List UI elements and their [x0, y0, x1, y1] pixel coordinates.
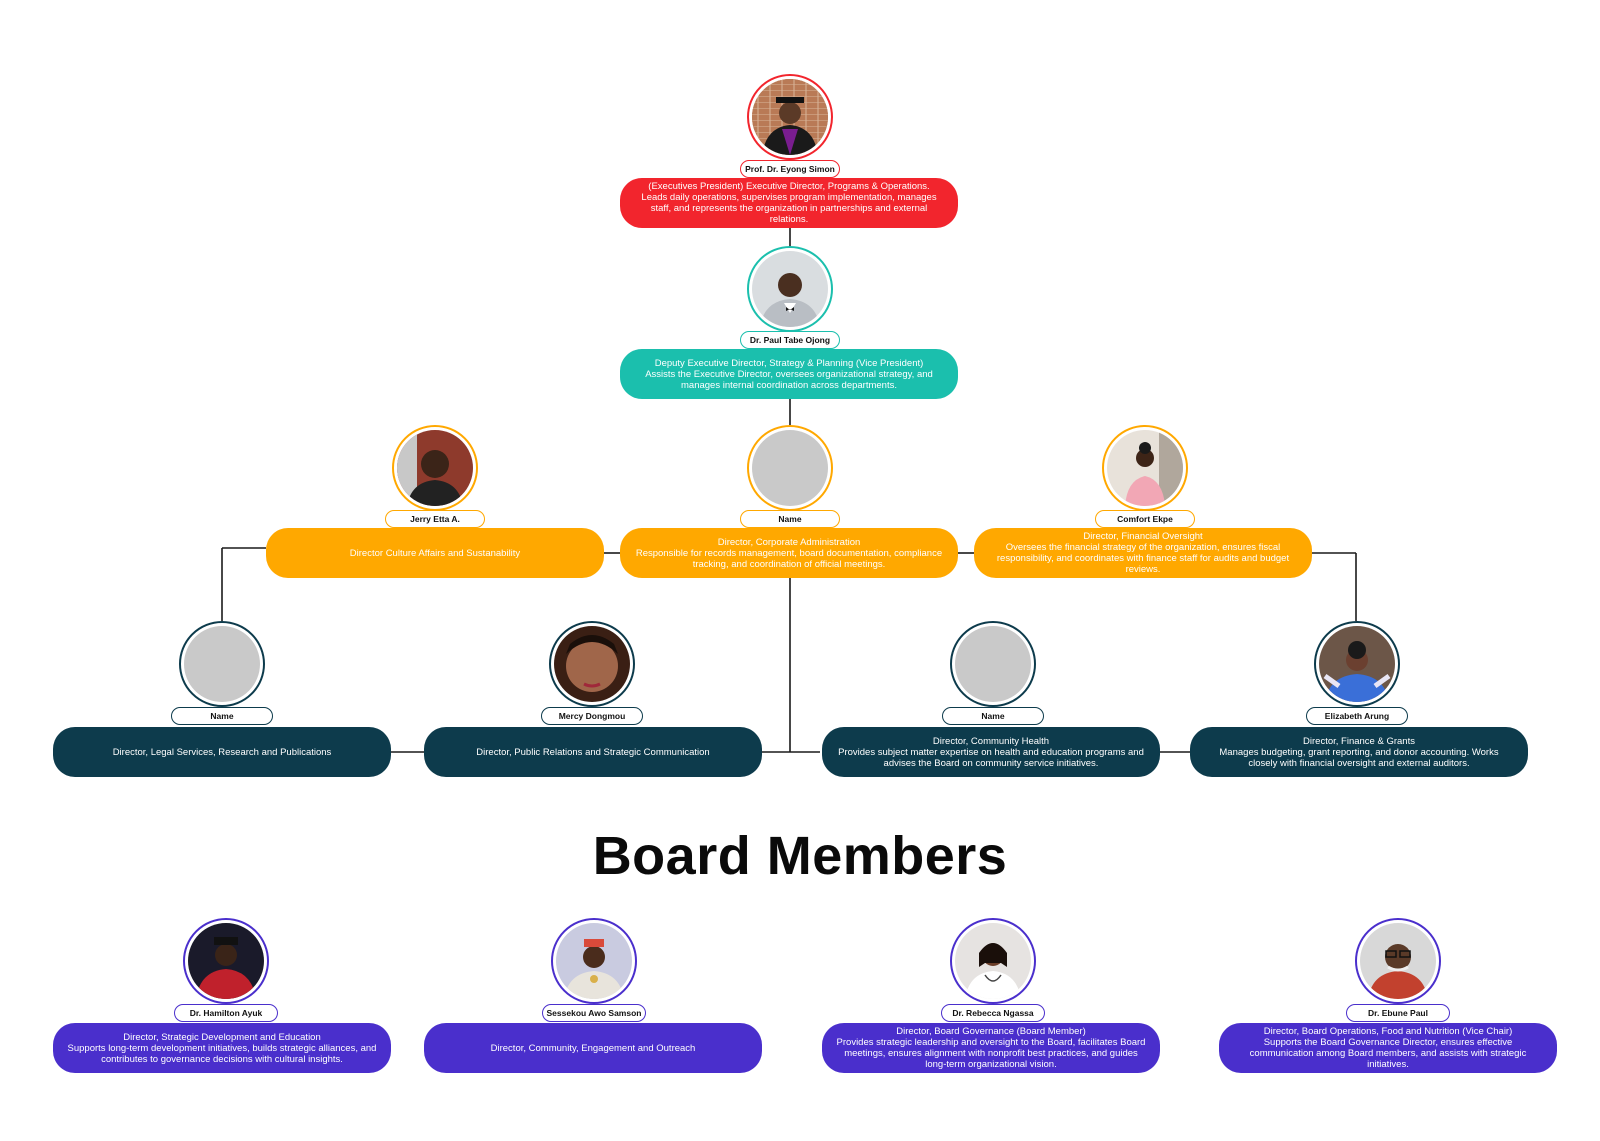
- board-name-hamilton: Dr. Hamilton Ayuk: [174, 1004, 278, 1022]
- board-card-ebune[interactable]: Director, Board Operations, Food and Nut…: [1219, 1023, 1557, 1073]
- staff-title-pr: Director, Public Relations and Strategic…: [476, 746, 710, 758]
- board-photo-ebune: [1360, 923, 1436, 999]
- staff-photo-placeholder-legal: [184, 626, 260, 702]
- staff-desc-health: Provides subject matter expertise on hea…: [838, 746, 1144, 769]
- board-card-samson[interactable]: Director, Community, Engagement and Outr…: [424, 1023, 762, 1073]
- director-name-culture: Jerry Etta A.: [385, 510, 485, 528]
- director-name-financial: Comfort Ekpe: [1095, 510, 1195, 528]
- board-photo-rebecca: [955, 923, 1031, 999]
- board-photo-samson: [556, 923, 632, 999]
- deputy-photo: [752, 251, 828, 327]
- executive-avatar: [747, 74, 833, 160]
- deputy-desc: Assists the Executive Director, oversees…: [645, 368, 933, 391]
- director-card-financial[interactable]: Director, Financial Oversight Oversees t…: [974, 528, 1312, 578]
- director-avatar-corporate: [747, 425, 833, 511]
- deputy-card[interactable]: Deputy Executive Director, Strategy & Pl…: [620, 349, 958, 399]
- staff-avatar-pr: [549, 621, 635, 707]
- board-desc-rebecca: Provides strategic leadership and oversi…: [836, 1037, 1146, 1070]
- executive-card[interactable]: (Executives President) Executive Directo…: [620, 178, 958, 228]
- staff-photo-pr: [554, 626, 630, 702]
- director-avatar-financial: [1102, 425, 1188, 511]
- staff-title-grants: Director, Finance & Grants: [1303, 735, 1415, 747]
- director-photo-placeholder-corporate: [752, 430, 828, 506]
- director-title-financial: Director, Financial Oversight: [1083, 531, 1203, 542]
- board-card-rebecca[interactable]: Director, Board Governance (Board Member…: [822, 1023, 1160, 1073]
- staff-title-legal: Director, Legal Services, Research and P…: [112, 746, 332, 758]
- executive-photo: [752, 79, 828, 155]
- executive-title: (Executives President) Executive Directo…: [648, 181, 930, 192]
- deputy-name: Dr. Paul Tabe Ojong: [740, 331, 840, 349]
- board-desc-hamilton: Supports long-term development initiativ…: [67, 1042, 377, 1065]
- director-name-corporate: Name: [740, 510, 840, 528]
- staff-name-grants: Elizabeth Arung: [1306, 707, 1408, 725]
- board-avatar-samson: [551, 918, 637, 1004]
- staff-photo-placeholder-health: [955, 626, 1031, 702]
- director-photo-culture: [397, 430, 473, 506]
- staff-name-health: Name: [942, 707, 1044, 725]
- director-desc-financial: Oversees the financial strategy of the o…: [996, 542, 1290, 575]
- staff-avatar-grants: [1314, 621, 1400, 707]
- director-card-corporate[interactable]: Director, Corporate Administration Respo…: [620, 528, 958, 578]
- director-avatar-culture: [392, 425, 478, 511]
- staff-card-legal[interactable]: Director, Legal Services, Research and P…: [53, 727, 391, 777]
- staff-title-health: Director, Community Health: [932, 735, 1050, 747]
- board-card-hamilton[interactable]: Director, Strategic Development and Educ…: [53, 1023, 391, 1073]
- staff-desc-grants: Manages budgeting, grant reporting, and …: [1219, 746, 1499, 769]
- executive-name: Prof. Dr. Eyong Simon: [740, 160, 840, 178]
- board-title-hamilton: Director, Strategic Development and Educ…: [123, 1031, 321, 1043]
- deputy-avatar: [747, 246, 833, 332]
- board-heading: Board Members: [592, 826, 1008, 886]
- director-title-corporate: Director, Corporate Administration: [717, 536, 861, 548]
- staff-name-legal: Name: [171, 707, 273, 725]
- board-avatar-hamilton: [183, 918, 269, 1004]
- staff-card-pr[interactable]: Director, Public Relations and Strategic…: [424, 727, 762, 777]
- director-card-culture[interactable]: Director Culture Affairs and Sustanabili…: [266, 528, 604, 578]
- executive-desc: Leads daily operations, supervises progr…: [641, 192, 937, 225]
- board-name-ebune: Dr. Ebune Paul: [1346, 1004, 1450, 1022]
- board-title-samson: Director, Community, Engagement and Outr…: [490, 1042, 696, 1054]
- staff-avatar-legal: [179, 621, 265, 707]
- director-title-culture: Director Culture Affairs and Sustanabili…: [349, 547, 521, 559]
- board-desc-ebune: Supports the Board Governance Director, …: [1249, 1037, 1527, 1070]
- staff-avatar-health: [950, 621, 1036, 707]
- staff-name-pr: Mercy Dongmou: [541, 707, 643, 725]
- board-title-ebune: Director, Board Operations, Food and Nut…: [1263, 1026, 1513, 1037]
- staff-photo-grants: [1319, 626, 1395, 702]
- board-name-samson: Sessekou Awo Samson: [542, 1004, 646, 1022]
- board-avatar-rebecca: [950, 918, 1036, 1004]
- board-avatar-ebune: [1355, 918, 1441, 1004]
- staff-card-health[interactable]: Director, Community Health Provides subj…: [822, 727, 1160, 777]
- director-desc-corporate: Responsible for records management, boar…: [635, 547, 943, 570]
- board-name-rebecca: Dr. Rebecca Ngassa: [941, 1004, 1045, 1022]
- board-title-rebecca: Director, Board Governance (Board Member…: [896, 1026, 1086, 1037]
- board-photo-hamilton: [188, 923, 264, 999]
- deputy-title: Deputy Executive Director, Strategy & Pl…: [654, 357, 924, 369]
- director-photo-financial: [1107, 430, 1183, 506]
- staff-card-grants[interactable]: Director, Finance & Grants Manages budge…: [1190, 727, 1528, 777]
